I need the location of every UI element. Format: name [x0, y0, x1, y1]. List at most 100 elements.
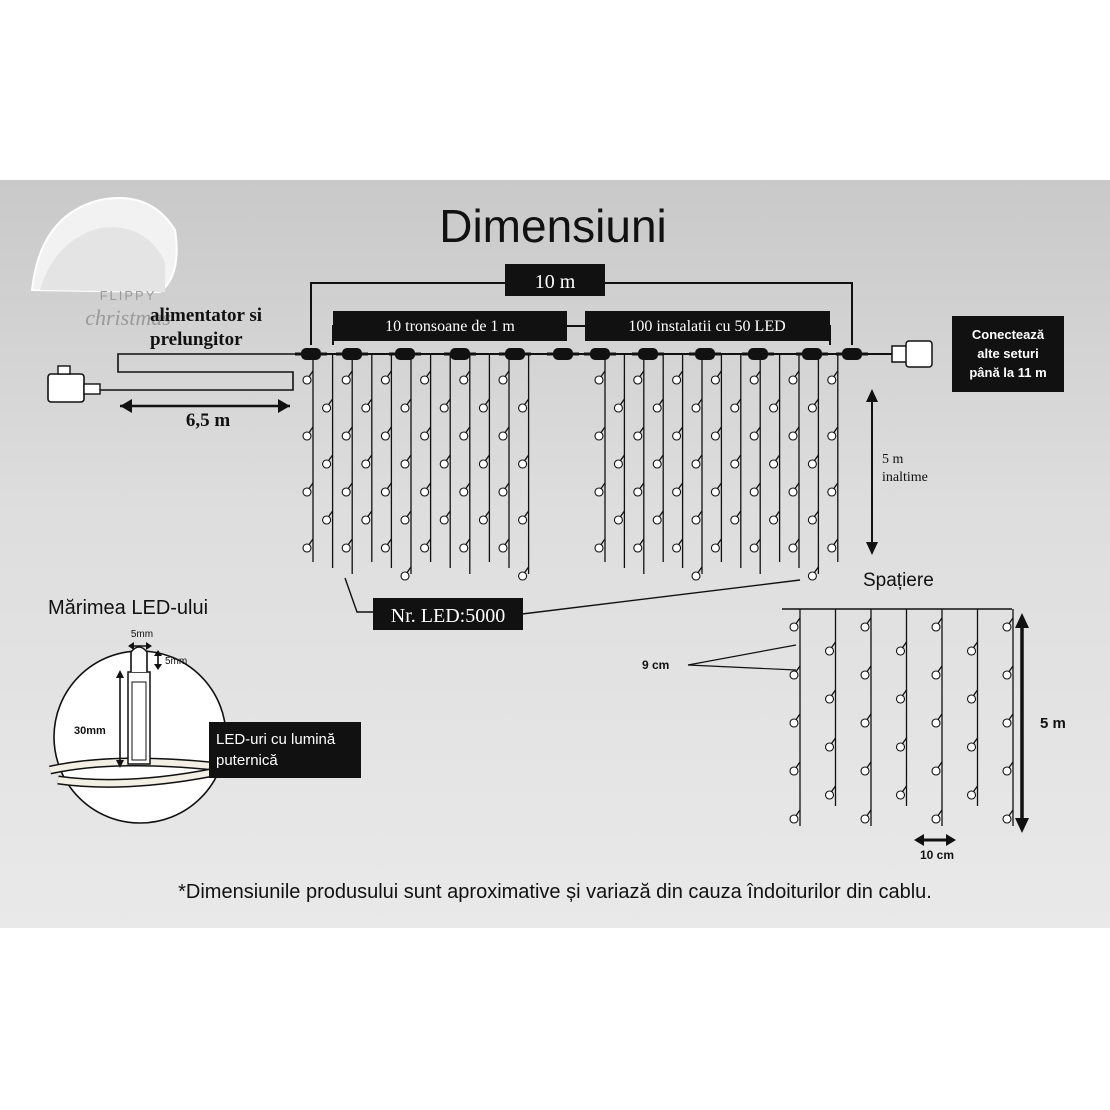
- footnote: *Dimensiunile produsului sunt aproximati…: [178, 881, 932, 903]
- top-dimension: 10 m: [310, 264, 853, 345]
- led-bulb: [788, 431, 798, 441]
- led-bulb: [769, 515, 779, 525]
- led-bulb: [769, 459, 779, 469]
- led-bulb: [400, 571, 410, 581]
- led-count-callout: Nr. LED:5000: [344, 577, 801, 630]
- led-bulb: [710, 487, 720, 497]
- led-bulb: [341, 431, 351, 441]
- led-bulb: [827, 543, 837, 553]
- led-bulb: [613, 515, 623, 525]
- top-dimension-label: 10 m: [535, 271, 576, 293]
- led-bulb: [420, 375, 430, 385]
- led-width-label: 5mm: [131, 629, 153, 640]
- led-bulb: [613, 459, 623, 469]
- end-connector-icon: [891, 340, 933, 368]
- led-bulb: [459, 543, 469, 553]
- led-bulb: [966, 646, 977, 656]
- led-bulb: [788, 543, 798, 553]
- led-bulb: [380, 375, 390, 385]
- led-bulb: [769, 403, 779, 413]
- led-bulb: [478, 403, 488, 413]
- led-bulb: [895, 694, 906, 704]
- led-bulb: [633, 543, 643, 553]
- led-bulb: [322, 403, 332, 413]
- spacing-height-label: 5 m: [1040, 715, 1066, 732]
- led-bulb: [860, 622, 870, 632]
- led-bulb: [459, 375, 469, 385]
- led-bulb: [710, 431, 720, 441]
- led-bulb: [361, 403, 371, 413]
- led-bulb: [788, 487, 798, 497]
- led-bulb: [361, 515, 371, 525]
- led-bulb: [788, 375, 798, 385]
- led-bulb: [895, 646, 906, 656]
- logo-line2: christmas: [85, 305, 171, 330]
- led-bulb: [302, 487, 312, 497]
- connect-line2: alte seturi: [977, 346, 1038, 361]
- adapter-icon: [47, 373, 85, 403]
- led-bulb: [749, 375, 759, 385]
- led-bulb: [420, 543, 430, 553]
- led-bulb: [807, 459, 817, 469]
- led-bulb: [1002, 718, 1012, 728]
- led-bulb: [710, 543, 720, 553]
- led-bulb: [931, 766, 941, 776]
- led-bulb: [730, 403, 740, 413]
- led-bulb: [341, 375, 351, 385]
- led-bulb: [827, 487, 837, 497]
- led-bulb: [498, 431, 508, 441]
- led-bulb: [860, 766, 870, 776]
- led-bulb: [420, 487, 430, 497]
- cable-connectors: [295, 348, 868, 360]
- led-bulb: [824, 742, 835, 752]
- led-bulb: [691, 459, 701, 469]
- connect-line1: Conectează: [972, 327, 1045, 342]
- led-bulb: [860, 718, 870, 728]
- led-caption-line2: puternică: [216, 752, 278, 769]
- led-bulb: [302, 375, 312, 385]
- connect-more-box: Conectează alte seturi până la 11 m: [952, 316, 1064, 392]
- led-bulb: [652, 403, 662, 413]
- led-bulb: [691, 571, 701, 581]
- led-bulb: [730, 515, 740, 525]
- led-strands: [302, 354, 839, 581]
- led-bulb: [341, 487, 351, 497]
- led-bulb: [672, 375, 682, 385]
- led-bulb: [594, 431, 604, 441]
- led-bulb: [518, 403, 528, 413]
- led-bulb: [302, 543, 312, 553]
- led-bulb: [789, 766, 799, 776]
- led-bulb: [749, 543, 759, 553]
- led-bulb: [691, 403, 701, 413]
- led-bulb: [400, 403, 410, 413]
- led-bulb: [439, 459, 449, 469]
- led-bulb: [459, 487, 469, 497]
- led-bulb: [594, 375, 604, 385]
- led-bulb: [652, 459, 662, 469]
- led-bulb: [966, 790, 977, 800]
- power-label-line1: alimentator si: [150, 305, 262, 326]
- led-bulb: [807, 403, 817, 413]
- led-bulb: [789, 670, 799, 680]
- led-count-label: Nr. LED:5000: [391, 605, 505, 627]
- led-bulb: [931, 622, 941, 632]
- led-bulb: [789, 718, 799, 728]
- led-bulb: [966, 742, 977, 752]
- led-bulb: [895, 790, 906, 800]
- led-bulb: [860, 670, 870, 680]
- led-bulb: [824, 790, 835, 800]
- led-bulb: [594, 487, 604, 497]
- led-bulb: [518, 571, 528, 581]
- led-head-label: 5mm: [165, 656, 187, 667]
- led-bulb: [478, 515, 488, 525]
- height-label-line1: 5 m: [882, 452, 904, 467]
- led-bulb: [341, 543, 351, 553]
- led-bulb: [931, 814, 941, 824]
- flippy-christmas-logo: FLIPPY christmas: [30, 197, 178, 330]
- led-bulb: [860, 814, 870, 824]
- spacing-strands: [789, 609, 1014, 826]
- segments-label: 10 tronsoane de 1 m: [385, 318, 515, 335]
- led-bulb: [807, 571, 817, 581]
- led-bulb: [613, 403, 623, 413]
- led-bulb: [931, 670, 941, 680]
